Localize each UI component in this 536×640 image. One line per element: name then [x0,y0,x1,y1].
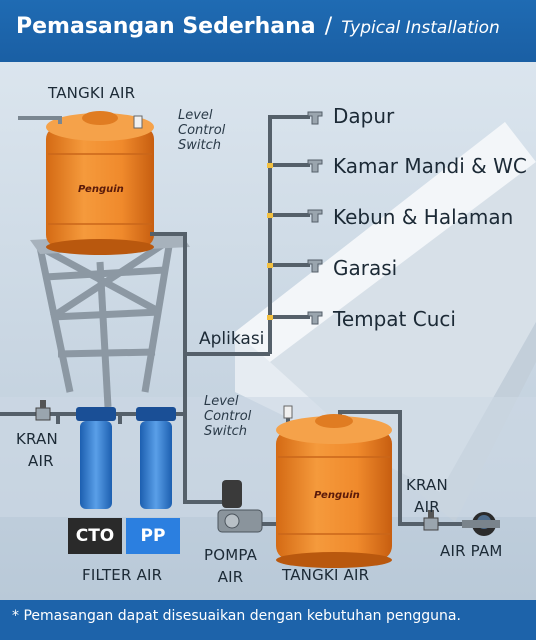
destination-tempat-cuci: Tempat Cuci [333,307,456,331]
bottom-water-tank [276,414,392,568]
water-pump [217,480,263,533]
level-switch-top-label: Level Control Switch [178,108,226,153]
footer-note: * Pemasangan dapat disesuaikan dengan ke… [0,600,536,640]
application-label: Aplikasi [199,329,265,349]
water-meter [462,512,500,536]
top-tank-brand: Penguin [78,184,124,195]
top-water-tank [46,111,154,255]
page-subtitle: Typical Installation [341,18,500,38]
diagram-graphics [0,62,536,600]
filter-pp-badge: PP [126,518,180,554]
water-filters [76,407,176,509]
inlet-tap-label: KRAN AIR [16,430,58,470]
header-bar: Pemasangan Sederhana / Typical Installat… [0,0,536,62]
page-title: Pemasangan Sederhana [16,14,316,39]
pipe-joints [267,163,273,320]
destination-kamar-mandi: Kamar Mandi & WC [333,154,527,178]
installation-diagram: Penguin Penguin TANGKI AIR Level Control… [0,62,536,600]
pump-label: POMPA AIR [204,546,258,586]
right-valve [423,510,439,531]
faucets [307,111,323,325]
right-tap-label: KRAN AIR [406,476,448,516]
inlet-valve [35,400,51,421]
filter-air-label: FILTER AIR [82,566,163,584]
title-separator: / [324,14,333,39]
destination-dapur: Dapur [333,104,395,128]
filter-cto-badge: CTO [68,518,122,554]
bottom-tank-label: TANGKI AIR [282,566,370,584]
meter-label: AIR PAM [440,542,503,560]
tank-stand [36,237,174,408]
destination-kebun: Kebun & Halaman [333,205,514,229]
top-tank-label: TANGKI AIR [48,84,136,102]
level-switch-bottom-label: Level Control Switch [204,394,252,439]
bottom-tank-brand: Penguin [314,490,360,501]
destination-garasi: Garasi [333,256,398,280]
